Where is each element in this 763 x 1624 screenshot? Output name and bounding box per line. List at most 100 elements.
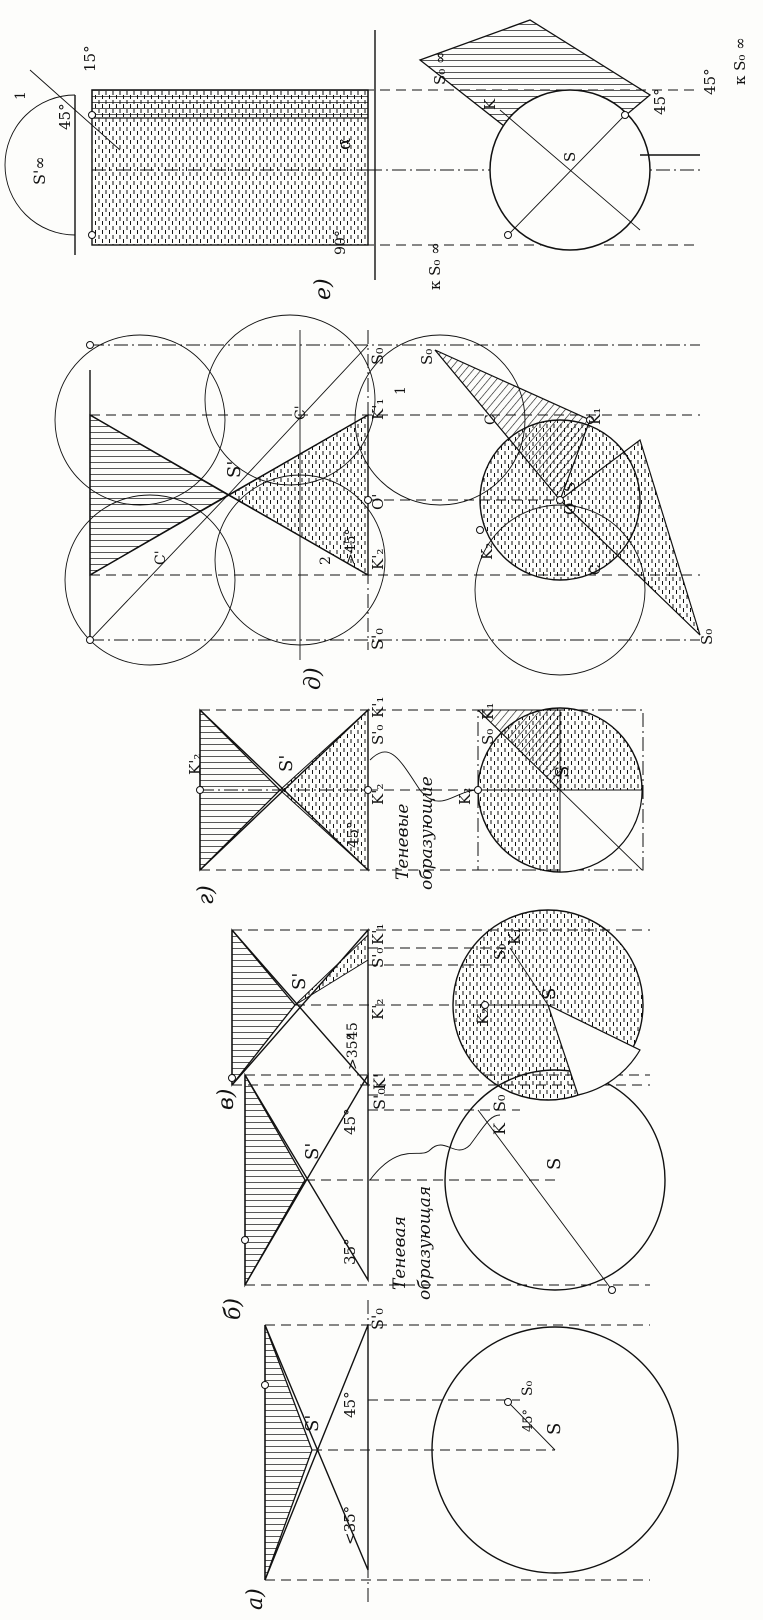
label-s0: S₀	[520, 1380, 536, 1396]
point-marker	[556, 496, 564, 504]
label-k1: K₁	[479, 703, 497, 720]
label-k1p: K'₁	[369, 399, 387, 420]
point-marker	[364, 496, 372, 504]
label-k: K	[490, 1122, 509, 1135]
label-k: K	[481, 98, 499, 110]
plan-ray	[434, 349, 561, 501]
label-s1: S'	[302, 1143, 323, 1160]
figure-a: S' S'₀ S₀ S 45° <35° 45° а)	[243, 1300, 679, 1610]
label-ang2: 45°	[341, 1108, 359, 1135]
cone-front-view	[89, 413, 369, 577]
label-c1: C'	[153, 550, 169, 565]
label-s1: S'	[224, 461, 245, 478]
cone-front-view	[264, 1324, 369, 1581]
point-marker	[476, 526, 484, 534]
plan-ray	[509, 947, 549, 1006]
label-s0pr: S₀	[368, 348, 387, 365]
label-c2: C'	[293, 405, 309, 420]
plan-ray	[507, 1401, 556, 1451]
label-s0p: S'₀	[369, 948, 387, 968]
figure-e: S'∞ 45° 15° α 90° к S₀ ∞ к S₀ ∞ S₀ ∞ K S…	[4, 19, 749, 300]
label-k2p: K'₂	[369, 784, 387, 805]
caption-g: г)	[194, 885, 219, 905]
point-marker	[474, 786, 482, 794]
label-s0p: S'₀	[368, 1308, 387, 1330]
label-s0pl: S'₀	[368, 628, 387, 650]
cylinder-shadow-strip	[91, 89, 369, 119]
label-k2p: K'₂	[369, 549, 387, 570]
point-marker	[241, 1236, 249, 1244]
label-k1: K'	[370, 1074, 389, 1090]
caption-b: б)	[221, 1298, 246, 1320]
label-k1: K₁	[506, 928, 524, 945]
point-marker	[88, 111, 96, 119]
label-s0: S₀	[491, 944, 509, 960]
label-ang3: 90°	[333, 230, 349, 255]
plan-ray	[559, 499, 701, 636]
point-marker	[504, 231, 512, 239]
point-marker	[364, 786, 372, 794]
point-marker	[196, 786, 204, 794]
caption-d: д)	[301, 667, 326, 690]
label-ang2: <35°	[341, 1506, 359, 1545]
point-marker	[621, 111, 629, 119]
note-line1: Теневая	[390, 1216, 410, 1290]
label-ang1: 45°	[56, 103, 74, 130]
label-s: S	[561, 482, 579, 492]
note-line2: образующая	[415, 1186, 435, 1300]
label-ang1: 45°	[344, 821, 362, 848]
label-s0a: S₀	[418, 349, 436, 365]
label-c3: C	[483, 414, 499, 425]
shadow-region	[244, 1072, 306, 1288]
point-marker	[504, 1398, 512, 1406]
label-n2: 2	[318, 556, 334, 565]
cone-plan-circle	[431, 1326, 679, 1574]
label-s0: S₀	[490, 1095, 509, 1112]
label-k1p: K'₁	[369, 697, 387, 718]
label-n1: 1	[393, 386, 409, 395]
plan-diameter	[499, 109, 641, 231]
label-s1: S'	[276, 755, 297, 772]
label-s: S	[544, 1158, 565, 1170]
label-ang1: >45°	[343, 528, 359, 565]
label-s: S	[539, 988, 560, 1000]
cone-front-view	[231, 928, 369, 1087]
label-ang5: 45°	[651, 88, 669, 115]
label-s0: S₀	[479, 729, 497, 745]
label-ang3: 45°	[521, 1409, 536, 1432]
label-k2: K₂	[474, 1008, 492, 1025]
label-s1: S'	[289, 973, 310, 990]
point-marker	[86, 341, 94, 349]
label-ang1: 35°	[341, 1238, 359, 1265]
light-direction-arc	[4, 94, 76, 236]
label-s-inf: S'∞	[30, 156, 49, 185]
label-c4: C	[588, 564, 604, 575]
label-k2p: K'₂	[369, 999, 387, 1020]
construction-line	[89, 494, 229, 641]
label-ang4: 45°	[701, 68, 719, 95]
label-k1p: K'₁	[369, 924, 387, 945]
leader-line	[369, 751, 479, 802]
label-ang1: >35°	[345, 1033, 361, 1070]
label-k1: K₁	[586, 408, 604, 425]
shadow-region	[264, 1324, 313, 1581]
label-k2top: K'₂	[186, 754, 204, 775]
label-s0p: S'₀	[369, 725, 387, 745]
label-s: S	[561, 152, 579, 162]
point-marker	[261, 1381, 269, 1389]
figure-b: S' S'₀ K' S₀ K S 35° 45° Теневая образую…	[221, 1069, 666, 1320]
note-line2: образующие	[417, 776, 437, 890]
shadow-region-dotted	[294, 933, 369, 1006]
label-ang2: 15°	[81, 45, 99, 72]
label-k2: K₂	[478, 543, 496, 560]
figure-d: S' S'₀ S₀ C' C' C C K'₁ K'₂ O' 1 2 >45° …	[54, 314, 716, 690]
label-s: S	[552, 766, 573, 778]
construction-line	[227, 344, 369, 496]
label-ang1: 45°	[341, 1391, 359, 1418]
shadow-region	[231, 928, 296, 1087]
label-s0b: к S₀ ∞	[731, 37, 749, 85]
figure-g: S' K'₂ S'₀ K'₁ K'₂ S₀ K₁ K₂ S 45° Теневы…	[186, 697, 644, 905]
lit-sector	[546, 1003, 641, 1096]
